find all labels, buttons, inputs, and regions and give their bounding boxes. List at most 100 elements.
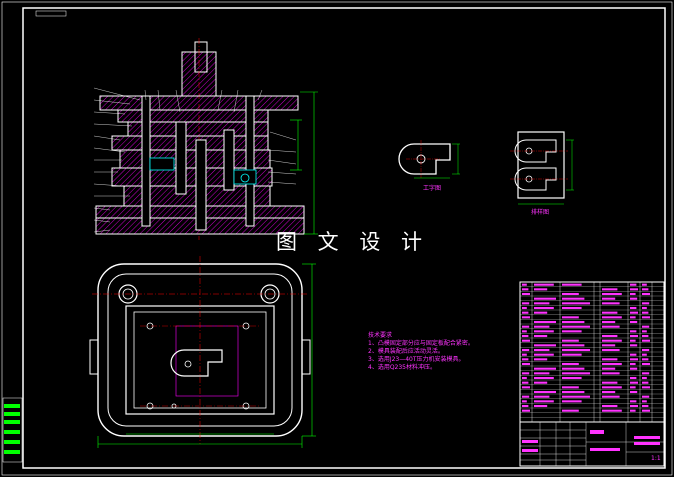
parts-list-text-bar (562, 302, 590, 305)
parts-list-text-bar (602, 311, 618, 314)
parts-list-text-bar (630, 288, 638, 291)
parts-list-text-bar (562, 386, 579, 389)
parts-list-text-bar (642, 311, 649, 314)
parts-list-text-bar (522, 400, 527, 403)
parts-list-text-bar (630, 381, 638, 384)
parts-list-text-bar (642, 395, 650, 398)
parts-list-text-bar (602, 288, 618, 291)
parts-list-text-bar (630, 409, 636, 412)
parts-list-text-bar (534, 400, 554, 403)
parts-list-text-bar (602, 395, 620, 398)
parts-list-text-bar (602, 316, 622, 319)
parts-list-text-bar (534, 330, 554, 333)
parts-list-text-bar (522, 334, 529, 338)
parts-list-text-bar (642, 386, 650, 389)
parts-list-text-bar (522, 306, 527, 310)
parts-list-text-bar (562, 297, 585, 300)
tech-requirement-1: 1、凸模固定部分应与固定板配合紧密。 (368, 340, 474, 347)
workpiece-view (398, 140, 460, 179)
parts-list-text-bar (602, 334, 618, 338)
parts-list-text-bar (522, 362, 530, 366)
parts-list-text-bar (534, 344, 556, 347)
parts-list-text-bar (602, 344, 616, 347)
parts-list-text-bar (602, 404, 618, 408)
parts-list-text-bar (562, 372, 590, 375)
parts-list-text-bar (534, 390, 556, 394)
parts-list-text-bar (562, 400, 582, 403)
parts-list-text-bar (642, 353, 647, 356)
parts-list-text-bar (642, 334, 649, 338)
parts-list-text-bar (630, 283, 637, 286)
parts-list-text-bar (630, 386, 636, 389)
technical-requirements: 技术要求 1、凸模固定部分应与固定板配合紧密。 2、模具装配后应活动灵活。 3、… (368, 332, 474, 372)
parts-list-text-bar (534, 288, 548, 291)
parts-list-text-bar (562, 390, 585, 394)
parts-list-text-bar (630, 306, 637, 310)
parts-list-text-bar (562, 376, 582, 380)
parts-list-text-bar (642, 325, 650, 328)
parts-list-text-bar (562, 292, 579, 296)
parts-list-text-bar (522, 404, 529, 408)
parts-list-text-bar (522, 386, 530, 389)
parts-list-text-bar (642, 376, 647, 380)
plan-view (89, 256, 316, 448)
parts-list-text-bar (522, 353, 527, 356)
parts-list-text-bar (522, 311, 529, 314)
tech-requirements-title: 技术要求 (368, 332, 393, 339)
tech-requirement-2: 2、模具装配后应活动灵活。 (368, 348, 444, 355)
parts-list-text-bar (534, 358, 548, 361)
parts-list-text-bar (534, 325, 550, 328)
parts-list-rows (520, 286, 664, 418)
parts-list-text-bar (562, 353, 582, 356)
parts-list-text-bar (602, 390, 616, 394)
parts-list-text-bar (562, 344, 585, 347)
parts-list-text-bar (522, 283, 527, 286)
parts-list-text-bar (642, 362, 650, 366)
parts-list-text-bar (522, 372, 530, 375)
parts-list-text-bar (602, 348, 620, 352)
parts-list-text-bar (522, 395, 530, 398)
parts-list-text-bar (562, 339, 579, 342)
parts-list-table (519, 281, 665, 423)
parts-list-text-bar (534, 395, 550, 398)
workpiece-view-label: 工字图 (423, 185, 442, 192)
parts-list-text-bar (602, 302, 620, 305)
parts-list-text-bar (562, 306, 582, 310)
parts-list-text-bar (642, 372, 650, 375)
parts-list-text-bar (522, 381, 529, 384)
parts-list-text-bar (534, 283, 554, 286)
parts-list-text-bar (522, 325, 530, 328)
strip-layout-view (510, 131, 574, 205)
parts-list-text-bar (630, 292, 636, 296)
parts-list-text-bar (630, 362, 636, 366)
parts-list-text-bar (630, 390, 638, 394)
tech-requirement-4: 4、选用Q235材料冲压。 (368, 364, 436, 371)
parts-list-text-bar (642, 358, 649, 361)
parts-list-text-bar (630, 320, 638, 324)
parts-list-text-bar (562, 316, 579, 319)
parts-list-text-bar (602, 372, 620, 375)
parts-list-text-bar (602, 381, 618, 384)
parts-list-text-bar (642, 316, 650, 319)
parts-list-text-bar (562, 348, 590, 352)
parts-list-text-bar (630, 404, 638, 408)
parts-list-text-bar (522, 358, 529, 361)
parts-list-text-bar (562, 367, 585, 370)
watermark-text: 图 文 设 计 (276, 230, 430, 254)
parts-list-text-bar (534, 353, 554, 356)
parts-list-text (522, 283, 650, 412)
parts-list-text-bar (630, 339, 636, 342)
parts-list-text-bar (630, 297, 638, 300)
parts-list-text-bar (642, 409, 650, 412)
parts-list-text-bar (534, 306, 554, 310)
parts-list-text-bar (562, 325, 590, 328)
parts-list-text-bar (602, 409, 622, 412)
parts-list-text-bar (630, 316, 636, 319)
parts-list-text-bar (562, 320, 585, 324)
parts-list-text-bar (562, 395, 590, 398)
parts-list-text-bar (534, 297, 556, 300)
parts-list-text-bar (522, 316, 530, 319)
parts-list-text-bar (630, 400, 637, 403)
parts-list-text-bar (602, 297, 616, 300)
parts-list-text-bar (630, 358, 638, 361)
